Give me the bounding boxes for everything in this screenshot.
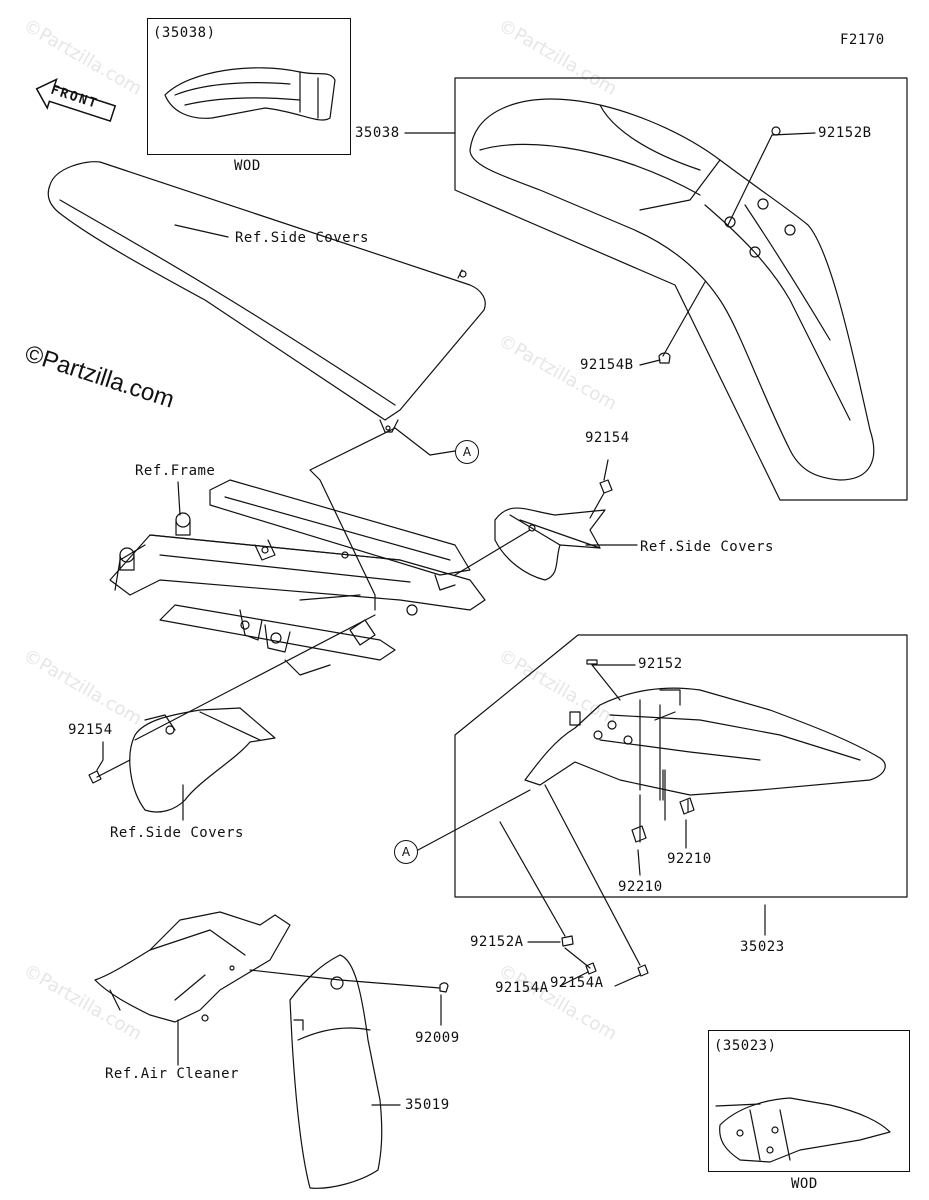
front-direction-arrow: FRONT	[30, 72, 117, 127]
inset-rear-fender-box	[708, 1030, 910, 1172]
ref-side-covers-top[interactable]: Ref.Side Covers	[235, 230, 369, 246]
part-label-collar[interactable]: 92152A	[470, 934, 524, 950]
inset-front-code: (35038)	[153, 25, 216, 41]
mud-flap-drawing	[289, 954, 383, 1189]
right-side-cover-drawing	[494, 507, 606, 581]
left-side-cover-drawing	[129, 707, 276, 813]
inset-rear-note: WOD	[791, 1176, 818, 1192]
ref-side-covers-right[interactable]: Ref.Side Covers	[640, 539, 774, 555]
rear-fender-drawing	[524, 687, 886, 801]
inset-front-fender-drawing	[164, 67, 336, 121]
seat-drawing	[47, 161, 486, 433]
part-label-front-fender-bolt[interactable]: 92154B	[580, 357, 634, 373]
front-fender-drawing	[469, 98, 875, 481]
inset-front-fender-box	[147, 18, 351, 155]
part-label-mud-flap[interactable]: 35019	[405, 1097, 450, 1113]
frame-drawing	[109, 479, 486, 676]
inset-rear-fender-drawing	[715, 1097, 891, 1163]
leader-lines	[96, 77, 908, 1106]
callout-a-lower: A	[394, 840, 418, 864]
bolt-drawings	[88, 126, 781, 993]
part-label-mud-flap-screw[interactable]: 92009	[415, 1030, 460, 1046]
ref-side-covers-left[interactable]: Ref.Side Covers	[110, 825, 244, 841]
part-label-bolt-a2[interactable]: 92154A	[550, 975, 604, 991]
part-label-bolt-a1[interactable]: 92154A	[495, 980, 549, 996]
part-label-nut-1[interactable]: 92210	[667, 851, 712, 867]
air-cleaner-drawing	[94, 911, 291, 1023]
part-label-rear-fender[interactable]: 35023	[740, 939, 785, 955]
figure-code: F2170	[840, 32, 885, 48]
ref-air-cleaner[interactable]: Ref.Air Cleaner	[105, 1066, 239, 1082]
inset-front-note: WOD	[234, 158, 261, 174]
part-label-side-cover-bolt-left[interactable]: 92154	[68, 722, 113, 738]
ref-frame[interactable]: Ref.Frame	[135, 463, 216, 479]
part-label-front-fender[interactable]: 35038	[355, 125, 400, 141]
callout-a-upper: A	[455, 440, 479, 464]
part-label-rear-fender-clip[interactable]: 92152	[638, 656, 683, 672]
inset-rear-code: (35023)	[714, 1038, 777, 1054]
part-label-front-fender-pad[interactable]: 92152B	[818, 125, 872, 141]
part-label-nut-2[interactable]: 92210	[618, 879, 663, 895]
part-label-side-cover-bolt-right[interactable]: 92154	[585, 430, 630, 446]
